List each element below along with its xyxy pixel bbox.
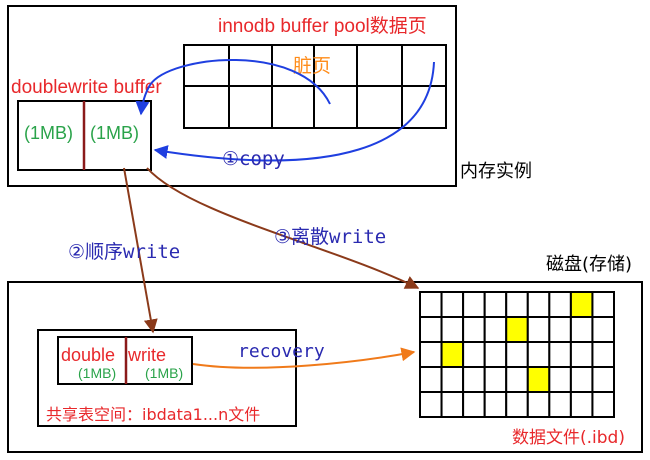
data-page-cell: [462, 316, 486, 343]
data-page-cell: [548, 341, 572, 368]
data-page-cell: [569, 366, 594, 393]
copy-step-text: copy: [239, 148, 285, 170]
memory-instance-box: [7, 5, 457, 187]
data-page-cell: [548, 291, 572, 318]
disk-box: [7, 281, 643, 453]
disk-doublewrite-title-right: write: [127, 345, 166, 365]
disk-chunk-left: (1MB): [78, 365, 116, 381]
data-page-cell-dirty: [526, 366, 551, 393]
data-page-cell: [462, 291, 486, 318]
data-page-cell: [440, 291, 465, 318]
data-page-cell: [526, 291, 551, 318]
memory-instance-label: 内存实例: [460, 161, 532, 182]
data-page-cell: [569, 316, 594, 343]
dirty-page-to-doublewrite-arrow: [135, 59, 331, 116]
data-page-cell: [462, 341, 486, 368]
buffer-pool-grid: [183, 44, 447, 129]
data-page-cell: [548, 391, 572, 418]
data-page-cell: [505, 291, 529, 318]
disk-doublewrite-title-left: double: [61, 345, 115, 365]
data-page-cell: [505, 366, 529, 393]
data-file-label: 数据文件(.ibd): [512, 428, 625, 448]
memory-chunk-right: (1MB): [90, 123, 139, 143]
disk-label: 磁盘(存储): [546, 254, 632, 275]
copy-step-number: ①: [222, 148, 239, 170]
data-page-cell: [483, 316, 508, 343]
data-page-cell: [591, 291, 616, 318]
discrete-write-step-text: 离散write: [291, 226, 386, 248]
sequential-write-arrow: [123, 167, 158, 334]
data-page-cell: [591, 341, 616, 368]
sequential-write-step-text: 顺序write: [85, 241, 180, 263]
copy-arrow: [153, 61, 435, 162]
data-page-cell: [548, 366, 572, 393]
copy-step-label: ①copy: [222, 148, 285, 170]
data-page-cell: [440, 366, 465, 393]
discrete-write-step-label: ③离散write: [274, 226, 386, 248]
memory-chunk-left: (1MB): [24, 123, 73, 143]
data-page-cell: [440, 316, 465, 343]
data-page-cell: [419, 316, 443, 343]
doublewrite-buffer-title: doublewrite buffer: [11, 77, 162, 98]
data-page-cell-dirty: [440, 341, 465, 368]
data-page-cell: [419, 391, 443, 418]
recovery-step-label: recovery: [238, 341, 325, 362]
data-page-cell: [419, 291, 443, 318]
data-page-cell: [483, 341, 508, 368]
data-page-cell-dirty: [505, 316, 529, 343]
data-page-cell: [483, 366, 508, 393]
data-page-cell: [591, 391, 616, 418]
data-page-cell: [548, 316, 572, 343]
sequential-write-step-number: ②: [68, 241, 85, 263]
data-file-grid: [419, 291, 616, 418]
data-page-cell-dirty: [569, 291, 594, 318]
data-page-cell: [419, 366, 443, 393]
data-page-cell: [462, 366, 486, 393]
data-page-cell: [483, 391, 508, 418]
data-page-cell: [526, 391, 551, 418]
discrete-write-arrow: [146, 167, 420, 289]
recovery-arrow: [192, 347, 416, 369]
sequential-write-step-label: ②顺序write: [68, 241, 180, 263]
data-page-cell: [569, 391, 594, 418]
data-page-cell: [526, 316, 551, 343]
dirty-page-label: 脏页: [293, 55, 331, 77]
data-page-cell: [505, 341, 529, 368]
data-page-cell: [440, 391, 465, 418]
data-page-cell: [569, 341, 594, 368]
data-page-cell: [526, 341, 551, 368]
data-page-cell: [505, 391, 529, 418]
data-page-cell: [591, 366, 616, 393]
discrete-write-step-number: ③: [274, 226, 291, 248]
disk-chunk-right: (1MB): [145, 365, 183, 381]
shared-tablespace-label: 共享表空间：ibdata1...n文件: [46, 405, 260, 424]
data-page-cell: [591, 316, 616, 343]
buffer-pool-title: innodb buffer pool数据页: [218, 15, 427, 37]
data-page-cell: [419, 341, 443, 368]
data-page-cell: [483, 291, 508, 318]
data-page-cell: [462, 391, 486, 418]
